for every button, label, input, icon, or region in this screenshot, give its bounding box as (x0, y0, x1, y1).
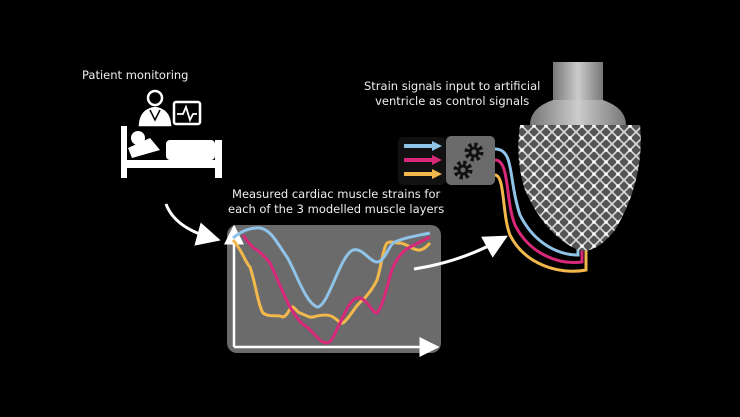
doctor-icon (138, 89, 172, 127)
heart-monitor-icon (172, 100, 202, 126)
plot-title-line2: each of the 3 modelled muscle layers (228, 202, 445, 216)
arrow-to-plot (164, 203, 221, 246)
artificial-ventricle-image (518, 62, 641, 251)
hospital-bed-icon (121, 126, 222, 178)
wire-blue (494, 147, 580, 257)
plot-title: Measured cardiac muscle strains for each… (228, 187, 444, 217)
arrow-to-controller (413, 235, 508, 271)
strain-plot (224, 224, 441, 357)
gears-icon (446, 136, 495, 185)
patient-monitoring-label: Patient monitoring (82, 68, 189, 82)
wire-magenta (494, 158, 584, 265)
wire-yellow (494, 173, 588, 273)
plot-panel (227, 225, 441, 353)
signal-input-arrows (398, 137, 446, 185)
plot-title-line1: Measured cardiac muscle strains for (232, 187, 441, 201)
control-title-line2: ventricle as control signals (375, 94, 530, 108)
control-title: Strain signals input to artificial ventr… (364, 79, 540, 109)
series-blue (232, 226, 431, 309)
control-title-line1: Strain signals input to artificial (364, 79, 541, 93)
series-magenta (241, 234, 431, 345)
